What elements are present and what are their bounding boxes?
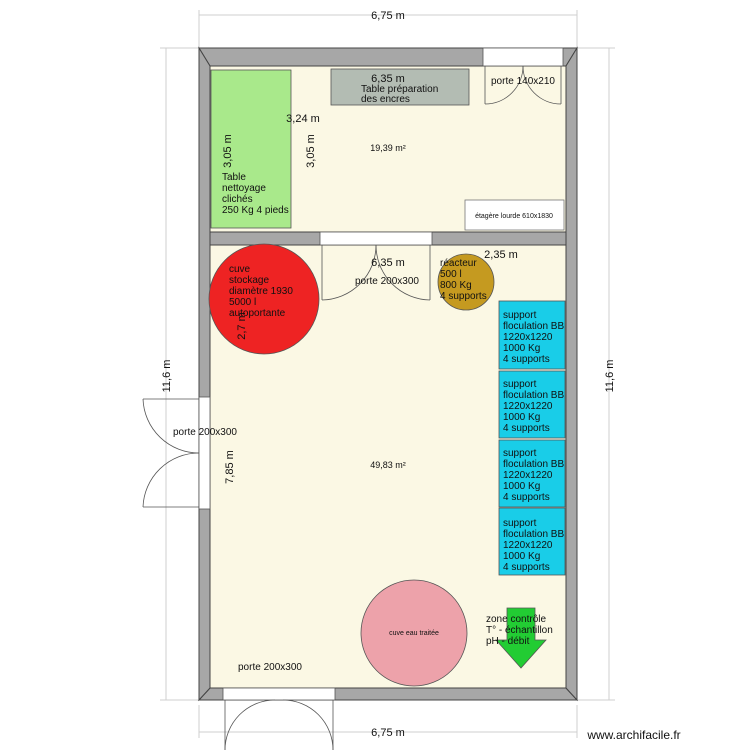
svg-text:floculation BB: floculation BB: [503, 390, 564, 401]
flocculation-label-2: support floculation BB 1220x1220 1000 Kg…: [503, 379, 564, 434]
door-upper-right: [482, 47, 564, 105]
svg-text:4 supports: 4 supports: [503, 354, 550, 365]
storage-tank-label-1: cuve: [229, 264, 251, 275]
dim-upper-depth-a: 3,24 m: [286, 113, 320, 125]
walls: [197, 46, 579, 702]
reactor-label-4: 4 supports: [440, 291, 487, 302]
door-left-label: porte 200x300: [173, 427, 237, 438]
flocculation-support: [498, 370, 566, 439]
svg-text:1000 Kg: 1000 Kg: [503, 551, 540, 562]
storage-tank-label-5: autoportante: [229, 308, 286, 319]
reactor-label-2: 500 l: [440, 269, 462, 280]
heavy-shelf: [464, 199, 565, 231]
prep-table-label-1: Table préparation: [361, 84, 438, 95]
door-bottom-label: porte 200x300: [238, 662, 302, 673]
svg-text:4 supports: 4 supports: [503, 562, 550, 573]
svg-text:4 supports: 4 supports: [503, 492, 550, 503]
cleaning-table-label-1: Table: [222, 172, 246, 183]
dim-top: 6,75 m: [371, 10, 405, 22]
svg-text:1000 Kg: 1000 Kg: [503, 343, 540, 354]
dim-upper-depth-b: 3,05 m: [222, 134, 234, 168]
svg-text:1000 Kg: 1000 Kg: [503, 412, 540, 423]
storage-tank: [208, 243, 320, 355]
svg-text:support: support: [503, 310, 537, 321]
svg-text:1220x1220: 1220x1220: [503, 470, 553, 481]
upper-room-area: 19,39 m²: [370, 143, 406, 153]
dim-upper-depth-c: 3,05 m: [305, 134, 317, 168]
storage-tank-label-3: diamètre 1930: [229, 286, 293, 297]
flocculation-label-4: support floculation BB 1220x1220 1000 Kg…: [503, 518, 564, 573]
dim-tank-offset: 2,7 m: [236, 312, 248, 340]
flocculation-support: [498, 507, 566, 576]
svg-text:floculation BB: floculation BB: [503, 529, 564, 540]
dim-reactor-offset: 2,35 m: [484, 249, 518, 261]
watermark: www.archifacile.fr: [586, 728, 680, 742]
control-zone-arrow: [495, 607, 547, 669]
svg-text:floculation BB: floculation BB: [503, 459, 564, 470]
svg-text:4 supports: 4 supports: [503, 423, 550, 434]
flocculation-label-3: support floculation BB 1220x1220 1000 Kg…: [503, 448, 564, 503]
control-zone-label-3: pH - débit: [486, 636, 530, 647]
cleaning-table-label-3: clichés: [222, 194, 253, 205]
flocculation-label-1: support floculation BB 1220x1220 1000 Kg…: [503, 310, 564, 365]
treated-water-tank-label: cuve eau traitée: [389, 630, 439, 637]
door-left: [142, 396, 211, 510]
storage-tank-label-2: stockage: [229, 275, 269, 286]
prep-table: [330, 68, 470, 106]
svg-text:support: support: [503, 448, 537, 459]
dim-right: 11,6 m: [604, 360, 616, 393]
reactor-label-3: 800 Kg: [440, 280, 472, 291]
door-upper-right-label: porte 140x210: [491, 76, 555, 87]
control-zone-label-2: T° - échantillon: [486, 625, 553, 636]
svg-text:1220x1220: 1220x1220: [503, 540, 553, 551]
svg-text:support: support: [503, 518, 537, 529]
dim-left: 11,6 m: [161, 360, 173, 393]
cleaning-table: [210, 69, 292, 229]
dim-lower-width: 6,35 m: [371, 257, 405, 269]
dim-lower-depth: 7,85 m: [224, 450, 236, 484]
door-middle-label: porte 200x300: [355, 276, 419, 287]
cleaning-table-label-2: nettoyage: [222, 183, 266, 194]
reactor-label-1: réacteur: [440, 258, 477, 269]
treated-water-tank: [360, 579, 468, 687]
prep-table-label-2: des encres: [361, 94, 410, 105]
cleaning-table-label-4: 250 Kg 4 pieds: [222, 205, 289, 216]
dim-upper-width: 6,35 m: [371, 73, 405, 85]
flocculation-support: [498, 300, 566, 370]
flocculation-support: [498, 439, 566, 508]
control-zone-label-1: zone contrôle: [486, 614, 546, 625]
svg-text:floculation BB: floculation BB: [503, 321, 564, 332]
svg-text:1220x1220: 1220x1220: [503, 332, 553, 343]
svg-text:1000 Kg: 1000 Kg: [503, 481, 540, 492]
shelf-label: étagère lourde 610x1830: [475, 213, 553, 220]
reactor: [437, 253, 495, 311]
svg-text:support: support: [503, 379, 537, 390]
dim-bottom: 6,75 m: [371, 727, 405, 739]
storage-tank-label-4: 5000 l: [229, 297, 256, 308]
door-middle: [319, 231, 433, 301]
lower-room-area: 49,83 m²: [370, 460, 406, 470]
door-bottom: [222, 687, 336, 750]
svg-text:1220x1220: 1220x1220: [503, 401, 553, 412]
